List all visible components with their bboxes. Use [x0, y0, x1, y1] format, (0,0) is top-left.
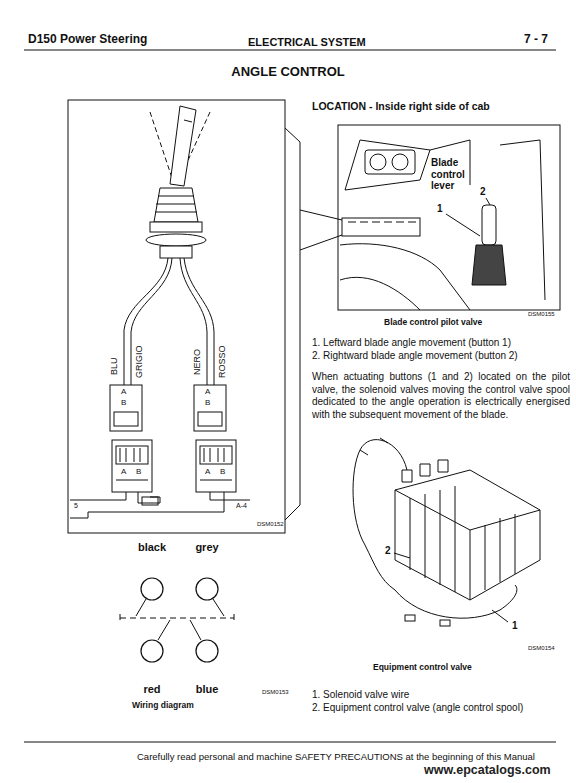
wire-color: NERO [192, 349, 202, 375]
terminal-name: 5 [74, 502, 78, 510]
wire-color: BLU [109, 357, 119, 375]
body-text: When actuating buttons (1 and 2) located… [312, 371, 570, 421]
contact-label: grey [182, 541, 232, 553]
contact-circle: grey [182, 541, 232, 603]
part-name: Blade control lever [431, 157, 479, 192]
figure-caption: Equipment control valve [373, 663, 472, 673]
pin-name: A [205, 467, 210, 476]
figure-caption: Wiring diagram [132, 701, 194, 711]
page-title: ANGLE CONTROL [0, 65, 576, 80]
figure-code: DSM0154 [528, 645, 555, 652]
pin-name: B [220, 467, 225, 476]
header-text: ELECTRICAL SYSTEM [248, 36, 366, 49]
section-heading: LOCATION - Inside right side of cab [312, 100, 490, 112]
watermark: www.epcatalogs.com [424, 763, 551, 777]
header-text: D150 Power Steering [28, 33, 147, 47]
pin-name: B [136, 467, 141, 476]
list-item: 2. Rightward blade angle movement (butto… [312, 350, 518, 362]
figure-code: DSM0155 [528, 311, 555, 318]
pin-name: A [205, 387, 210, 396]
callout-number: 1 [437, 203, 443, 215]
footer-note: Carefully read personal and machine SAFE… [137, 752, 535, 763]
callout-number: 1 [512, 620, 518, 632]
terminal-name: A-4 [236, 502, 247, 510]
contact-circle: red [127, 639, 177, 701]
wire-color: ROSSO [217, 345, 227, 378]
pin-name: A [121, 387, 126, 396]
wire-color: GRIGIO [134, 345, 144, 378]
callout-number: 2 [480, 186, 486, 198]
contact-label: blue [182, 683, 232, 695]
contact-label: red [127, 683, 177, 695]
contact-label: black [127, 541, 177, 553]
list-item: 1. Solenoid valve wire [312, 689, 409, 701]
list-item: 1. Leftward blade angle movement (button… [312, 337, 511, 349]
figure-code: DSM0153 [262, 689, 289, 696]
list-item: 2. Equipment control valve (angle contro… [312, 702, 523, 714]
callout-number: 2 [385, 545, 391, 557]
contact-circle: blue [182, 639, 232, 701]
pin-name: B [205, 398, 210, 407]
figure-caption: Blade control pilot valve [384, 318, 482, 328]
pin-name: B [121, 398, 126, 407]
contact-circle: black [127, 541, 177, 603]
page-number: 7 - 7 [524, 33, 548, 47]
pin-name: A [121, 467, 126, 476]
figure-code: DSM0152 [257, 521, 284, 528]
